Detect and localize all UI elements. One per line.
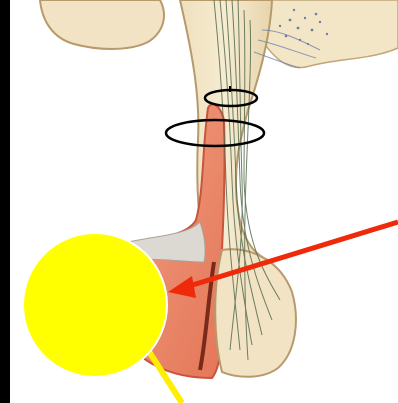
yellow-highlight-circle — [23, 233, 167, 377]
left-black-border — [0, 0, 10, 403]
